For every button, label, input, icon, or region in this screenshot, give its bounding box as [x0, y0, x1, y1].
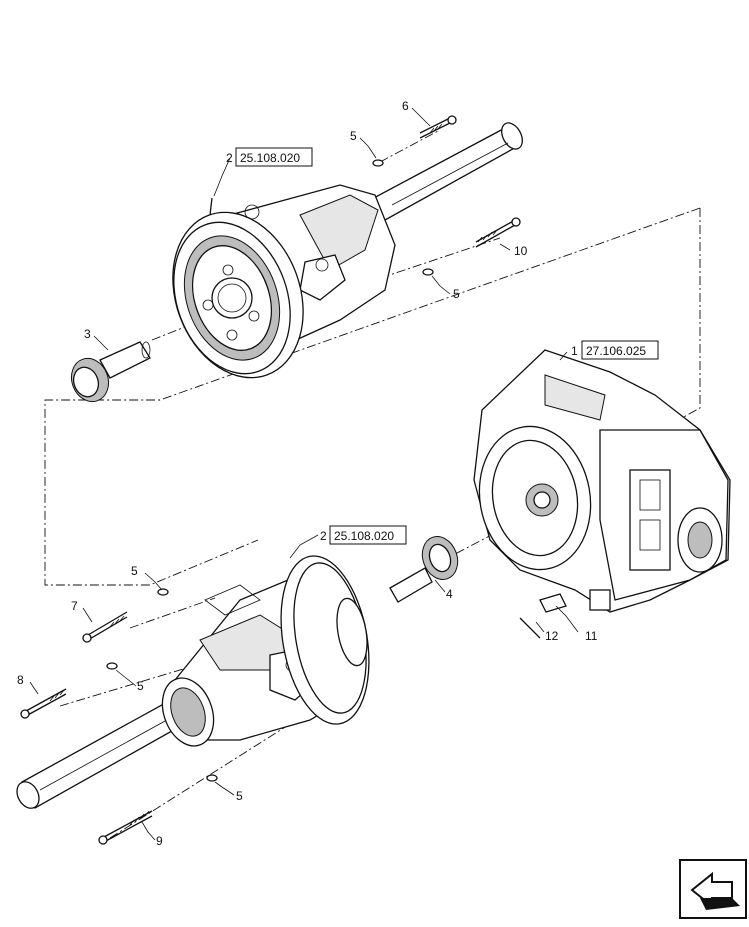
callout-2-upper-ref-box — [235, 147, 313, 167]
callout-1-ref-box — [581, 340, 659, 360]
bolt-8 — [20, 688, 67, 719]
callout-5-left: 5 — [131, 564, 138, 578]
callout-1-num: 1 — [571, 344, 578, 358]
callout-5-upper: 5 — [350, 129, 357, 143]
callout-2-lower-ref-box — [329, 525, 407, 545]
bolt-9 — [98, 810, 153, 845]
callout-5-lower: 5 — [236, 789, 243, 803]
transmission-housing — [473, 349, 731, 613]
nameplate-11 — [519, 593, 567, 639]
lower-axle-housing — [16, 555, 370, 809]
bolt-7 — [82, 611, 128, 643]
callout-2-lower-ref: 25.108.020 — [334, 529, 394, 543]
callout-5-mid: 5 — [453, 287, 460, 301]
callout-2-lower-num: 2 — [320, 529, 327, 543]
callout-12: 12 — [545, 629, 559, 643]
callout-2-upper-ref: 25.108.020 — [240, 151, 300, 165]
callout-labels: 6 5 10 5 3 2 25.108.020 1 27.106.025 2 2… — [17, 99, 659, 848]
callout-11: 11 — [585, 629, 598, 643]
washer-5-left — [157, 588, 169, 596]
callout-6: 6 — [402, 99, 409, 113]
callout-4: 4 — [446, 587, 453, 601]
callout-10: 10 — [514, 244, 528, 258]
pinion-gear-3 — [70, 341, 151, 403]
washer-5-center — [106, 662, 118, 670]
previous-page-arrow-icon[interactable] — [679, 859, 747, 919]
upper-axle-housing — [172, 122, 523, 379]
callout-2-upper-num: 2 — [226, 151, 233, 165]
washer-5-upper — [372, 159, 384, 167]
callout-3: 3 — [84, 327, 91, 341]
washer-5-mid — [422, 268, 434, 276]
bolt-6 — [419, 115, 457, 139]
callout-5-center: 5 — [137, 679, 144, 693]
callout-7: 7 — [71, 599, 78, 613]
callout-1-ref: 27.106.025 — [586, 344, 646, 358]
pinion-gear-4 — [389, 536, 459, 603]
callout-leaders — [29, 107, 579, 841]
washer-5-lower — [206, 774, 218, 782]
callout-9: 9 — [156, 834, 163, 848]
bolt-10 — [475, 217, 521, 248]
callout-8: 8 — [17, 673, 24, 687]
